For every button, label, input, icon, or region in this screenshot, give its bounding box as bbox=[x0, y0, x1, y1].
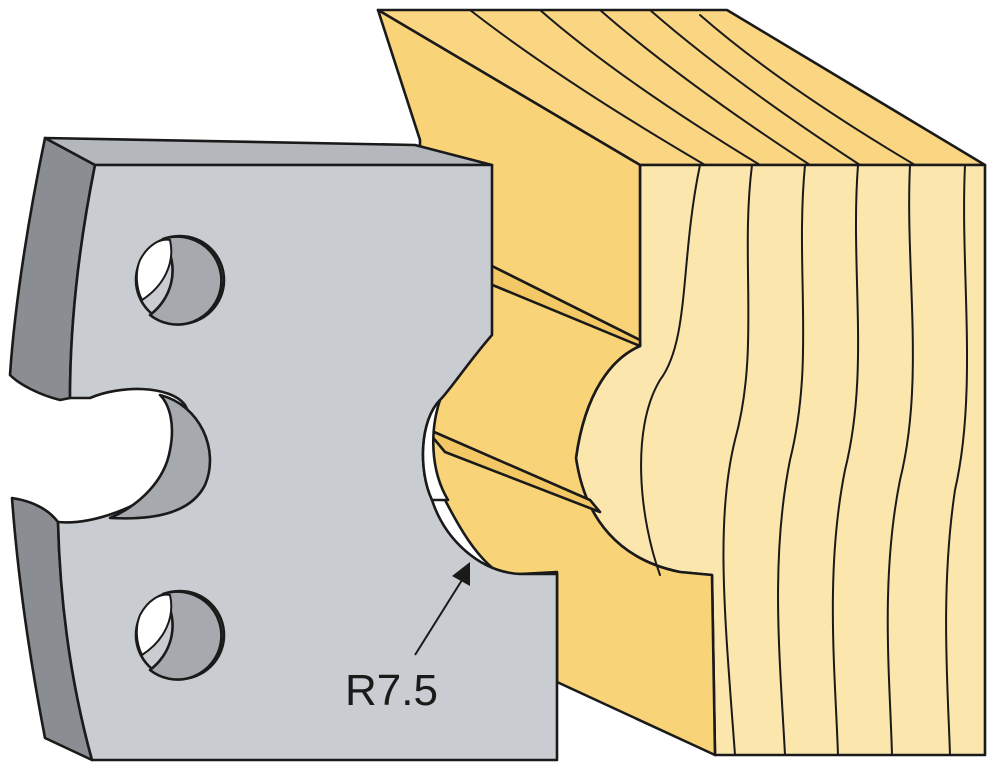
dimension-label: R7.5 bbox=[345, 666, 438, 715]
arrow-pointer-icon bbox=[452, 562, 470, 586]
wood-step-lower bbox=[423, 426, 602, 514]
knife-notch-wall bbox=[108, 393, 212, 520]
wood-end-grain-lines bbox=[640, 164, 969, 756]
knife-hole-top bbox=[134, 234, 226, 326]
radius-dimension: R7.5 bbox=[345, 562, 470, 715]
profile-knife bbox=[8, 136, 559, 762]
knife-profile-edge bbox=[421, 398, 450, 502]
wood-top-grain bbox=[469, 9, 916, 166]
dimension-leader-line bbox=[414, 579, 463, 656]
knife-hole-bottom bbox=[134, 589, 226, 681]
